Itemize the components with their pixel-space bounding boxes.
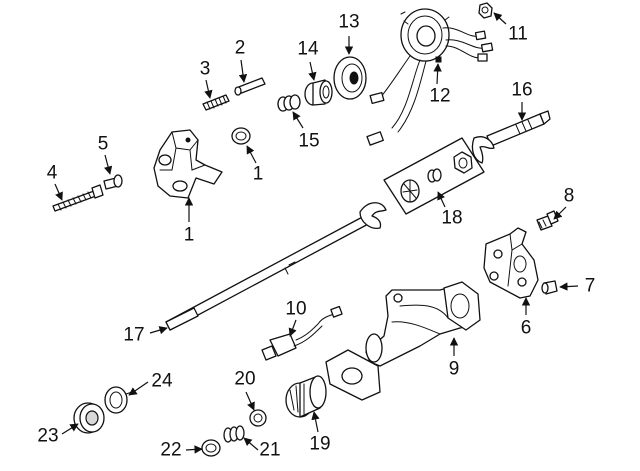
part-24-retaining-ring[interactable] [104,386,133,414]
callout-14: 14 [297,39,319,60]
part-2-pin[interactable] [234,77,266,96]
callout-12: 12 [429,86,450,107]
part-22-washer[interactable] [201,439,221,457]
callout-17: 17 [123,325,144,346]
callout-labels: 1 1 2 3 4 5 6 7 8 9 10 11 12 13 14 15 16… [37,12,595,461]
part-4-bolt[interactable] [52,184,104,212]
callout-8: 8 [564,186,575,207]
callout-15: 15 [298,131,319,152]
callout-18: 18 [441,208,462,229]
part-14-cap[interactable] [304,79,333,106]
part-6-bracket[interactable] [483,227,539,299]
callout-2: 2 [235,38,246,59]
part-11-nut[interactable] [478,2,493,19]
callout-3: 3 [200,59,211,80]
callout-4: 4 [47,163,58,184]
part-3-spring[interactable] [202,94,230,111]
callout-16: 16 [511,80,532,101]
callout-19: 19 [309,434,330,455]
callout-5: 5 [98,134,109,155]
part-7-cap[interactable] [541,280,558,295]
part-8-switch[interactable] [536,210,559,231]
callout-6: 6 [521,318,532,339]
callout-1-bushing: 1 [253,164,264,185]
part-20-clip[interactable] [249,409,267,427]
part-16-upper-shaft[interactable] [471,110,551,164]
part-18-plate-kit[interactable] [383,137,485,215]
callout-1-housing: 1 [184,225,195,246]
part-15-spring[interactable] [277,94,301,112]
callout-24: 24 [151,371,173,392]
callout-21: 21 [259,440,280,461]
part-1-housing[interactable] [153,129,223,199]
callout-11: 11 [508,24,528,45]
callout-10: 10 [285,299,306,320]
callout-23: 23 [37,426,58,447]
part-13-disc[interactable] [333,56,367,100]
leader-lines [54,12,579,454]
callout-9: 9 [449,359,460,380]
part-5-pin[interactable] [103,174,123,190]
callout-7: 7 [585,276,596,297]
part-21-spring[interactable] [223,425,245,443]
part-1-bushing[interactable] [231,127,251,145]
part-12-clockspring[interactable] [366,8,494,146]
part-9-column-jacket[interactable] [325,281,481,401]
part-19-boot[interactable] [285,375,327,418]
callout-20: 20 [234,369,255,390]
part-17-long-shaft[interactable] [165,202,387,331]
callout-13: 13 [338,12,359,33]
part-10-switch-harness[interactable] [261,305,343,361]
part-23-bearing[interactable] [73,402,105,434]
callout-22: 22 [160,440,181,461]
